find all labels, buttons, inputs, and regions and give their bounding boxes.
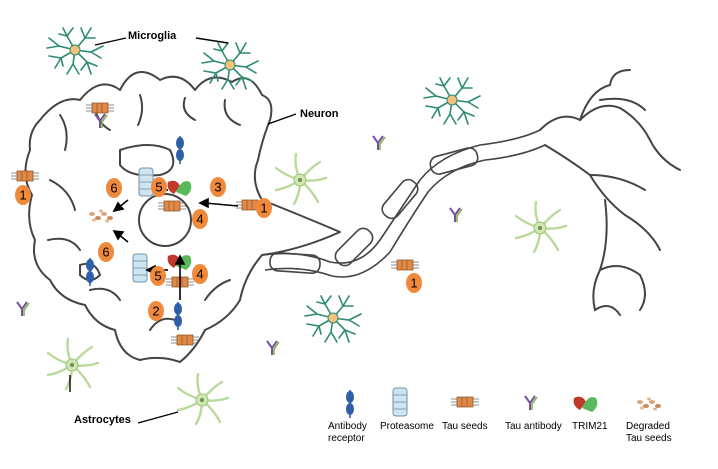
antibody-receptor-icon	[173, 301, 183, 331]
step-number: 6	[102, 245, 109, 260]
legend-trim21-label: TRIM21	[572, 421, 608, 432]
step-badge-3: 3	[210, 177, 226, 197]
legend-degraded-tau-seeds-icon	[637, 397, 661, 411]
step-number: 1	[410, 276, 417, 291]
step-badge-5: 5	[150, 266, 166, 286]
legend-trim21-icon	[573, 396, 598, 412]
step-badge-4: 4	[192, 209, 208, 229]
legend-proteasome-icon	[392, 387, 408, 417]
antibody-receptor-icon	[85, 257, 95, 287]
step-number: 4	[196, 212, 203, 227]
tau-antibody-icon	[449, 207, 463, 223]
antibody-receptor-icon	[175, 135, 185, 165]
tau-antibody-icon	[372, 135, 386, 151]
degraded-tau-seeds-icon	[89, 209, 113, 223]
microglia-label: Microglia	[128, 30, 177, 42]
trim21-icon	[167, 180, 192, 196]
tau-antibody-icon	[16, 301, 30, 317]
legend-antibody-receptor-label: Antibody receptor	[328, 421, 367, 444]
step-number: 2	[152, 304, 159, 319]
tau-seed-icon	[157, 200, 187, 212]
step-number: 1	[260, 201, 267, 216]
proteasome-icon	[132, 253, 148, 283]
step-badges: 1 1 1 2 3 4 4 5 5 6 6	[15, 177, 422, 321]
astrocyte-cell	[274, 152, 328, 206]
step-badge-4: 4	[192, 264, 208, 284]
legend-degraded-tau-seeds-label: Degraded Tau seeds	[626, 421, 672, 444]
tau-antibody-icon	[266, 340, 280, 356]
step-badge-2: 2	[148, 301, 164, 321]
proteasome-icon	[138, 167, 154, 197]
step-badge-6: 6	[106, 178, 122, 198]
astrocyte-cell	[514, 200, 568, 254]
legend-proteasome-label: Proteasome	[380, 421, 434, 432]
microglia-cell	[304, 295, 362, 343]
microglia-cell	[201, 42, 259, 90]
tau-seed-icon	[10, 170, 40, 182]
step-number: 5	[155, 180, 162, 195]
label-leader-lines	[69, 37, 297, 424]
step-number: 1	[19, 188, 26, 203]
legend: Antibody receptor Proteasome Tau seeds T…	[320, 380, 715, 466]
legend-icons	[345, 387, 661, 419]
legend-tau-seed-icon	[450, 396, 480, 408]
step-badge-5: 5	[151, 177, 167, 197]
tau-seed-icon	[170, 334, 200, 346]
microglia-cell	[46, 27, 104, 75]
legend-tau-seeds-label: Tau seeds	[442, 421, 488, 432]
step-badge-1: 1	[256, 198, 272, 218]
step-badge-1: 1	[406, 273, 422, 293]
step-number: 5	[154, 269, 161, 284]
step-badge-6: 6	[98, 242, 114, 262]
tau-seed-icon	[85, 102, 115, 114]
step-badge-1: 1	[15, 185, 31, 205]
legend-tau-antibody-icon	[524, 395, 538, 411]
tau-seed-icon	[390, 259, 420, 271]
step-number: 6	[110, 181, 117, 196]
axon-terminal	[539, 69, 681, 316]
astrocyte-cell	[46, 337, 100, 391]
astrocytes-label: Astrocytes	[74, 414, 131, 426]
legend-tau-antibody-label: Tau antibody	[505, 421, 562, 432]
legend-antibody-receptor-icon	[345, 389, 355, 419]
step-number: 4	[196, 267, 203, 282]
astrocyte-cell	[176, 372, 230, 426]
step-number: 3	[214, 180, 221, 195]
microglia-cell	[423, 77, 481, 125]
neuron-axon	[261, 129, 546, 278]
neuron-label: Neuron	[300, 108, 339, 120]
